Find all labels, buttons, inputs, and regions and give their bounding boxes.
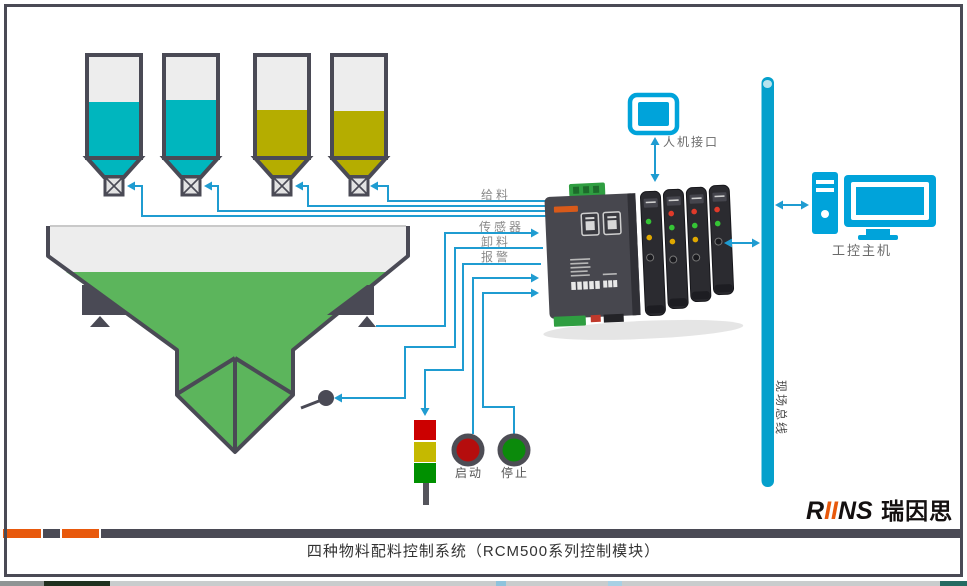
sensor-label: 传感器 [479, 220, 525, 234]
alarm-line [420, 263, 541, 416]
feed-arrowheads [127, 181, 378, 191]
bottom-strip [0, 581, 967, 586]
valve-icon [180, 175, 202, 197]
industrial-pc-label: 工控主机 [832, 243, 893, 258]
stack-light-icon [414, 420, 436, 505]
valve-icon [348, 175, 370, 197]
discharge-actuator [300, 390, 334, 410]
industrial-pc-icon [812, 172, 936, 240]
hmi-icon [627, 92, 680, 136]
slave-module [662, 188, 689, 310]
led-green [691, 222, 698, 229]
weighing-hopper [46, 225, 410, 454]
bottom-bar-dark-2 [101, 529, 960, 538]
led-green [645, 218, 652, 225]
hmi-link-arrow [650, 137, 660, 182]
load-cell-left [82, 285, 129, 327]
logo-chinese: 瑞因思 [881, 498, 954, 524]
field-bus-label: 现场总线 [774, 379, 788, 436]
hopper-2 [159, 53, 223, 197]
bottom-strip-seg [608, 581, 622, 586]
led-green [714, 220, 721, 227]
module-button [692, 253, 701, 262]
port-icon [602, 211, 622, 236]
port-icon [580, 212, 600, 237]
start-button-icon [451, 433, 485, 467]
riins-logo: RIINS 瑞因思 [806, 492, 953, 526]
stop-button-icon [497, 433, 531, 467]
module-button [714, 237, 723, 246]
led-red [714, 206, 720, 213]
bottom-bar-dark-1 [43, 529, 60, 538]
bottom-strip-seg [940, 581, 967, 586]
module-button [669, 255, 678, 264]
bottom-strip-seg [44, 581, 110, 586]
bottom-strip-seg [0, 581, 44, 586]
slave-module [708, 184, 735, 296]
stop-line [482, 288, 539, 434]
led-red [668, 210, 675, 217]
logo-latin-ns: NS [837, 497, 873, 525]
bottom-bar-orange-2 [62, 529, 99, 538]
logo-latin-ii: II [824, 497, 838, 525]
discharge-line [334, 247, 543, 403]
discharge-label: 卸料 [481, 235, 512, 249]
feed-label: 给料 [481, 188, 512, 202]
valve-icon [103, 175, 125, 197]
bus-link-arrow [724, 238, 760, 248]
led-yellow [669, 238, 676, 245]
hmi-label: 人机接口 [663, 135, 720, 149]
led-red [691, 208, 697, 215]
module-fine-print [570, 258, 617, 277]
pc-link-arrow [775, 200, 809, 210]
hopper-4 [327, 53, 391, 197]
stop-button-label: 停止 [501, 466, 530, 480]
bottom-bar-orange-1 [3, 529, 41, 538]
module-brand-mark [553, 205, 579, 213]
led-yellow [646, 234, 653, 241]
module-button [646, 253, 655, 262]
dip-switches [571, 280, 618, 291]
hopper-3 [250, 53, 314, 197]
slave-module [685, 186, 712, 303]
logo-latin-r: R [806, 497, 825, 525]
led-yellow [692, 236, 699, 243]
start-line [472, 273, 539, 434]
bottom-strip-seg [496, 581, 506, 586]
load-cell-right [327, 285, 376, 327]
diagram-title: 四种物料配料控制系统（RCM500系列控制模块） [306, 543, 661, 560]
start-button-label: 启动 [455, 466, 484, 480]
hopper-1 [82, 53, 146, 197]
led-green [669, 224, 675, 231]
slave-module [640, 190, 666, 317]
controller-module-stack [543, 182, 744, 340]
sensor-line [376, 228, 539, 327]
field-bus-bar [761, 77, 774, 487]
alarm-label: 报警 [481, 250, 512, 264]
main-module [544, 182, 641, 327]
valve-icon [271, 175, 293, 197]
